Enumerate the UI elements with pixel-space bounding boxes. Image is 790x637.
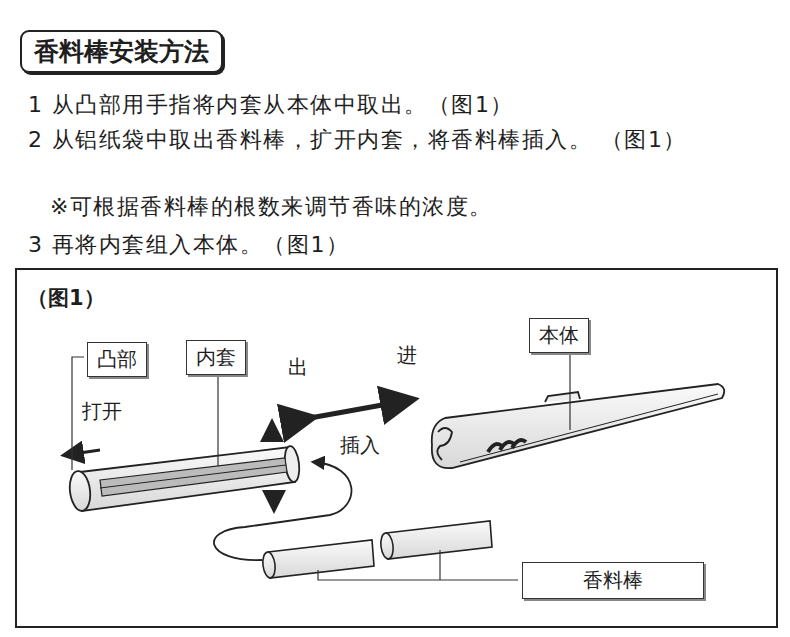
part-name: 凸部: [97, 346, 137, 373]
action-label: 打开: [82, 398, 122, 425]
leader-line: [72, 352, 570, 580]
title-box: 香料棒安装方法: [20, 30, 223, 73]
part-name: 本体: [539, 322, 579, 349]
part-label-box: 凸部: [87, 342, 147, 377]
direction-label: 出: [288, 354, 308, 381]
instruction-step: 2 从铝纸袋中取出香料棒，扩开内套，将香料棒插入。 （图1）: [28, 123, 700, 157]
note: ※可根据香料棒的根数来调节香味的浓度。: [50, 190, 493, 224]
direction-label: 进: [397, 342, 417, 369]
instruction-step: 1 从凸部用手指将内套从本体中取出。（图1）: [28, 88, 514, 122]
figure-frame: （图1） 凸部 内套 本体香料棒: [15, 268, 778, 628]
scent-stick: [261, 521, 492, 579]
part-name: 内套: [196, 344, 236, 371]
part-label-box: 内套: [186, 340, 246, 375]
instruction-step: 3 再将内套组入本体。（图1）: [28, 228, 350, 262]
part-name: 香料棒: [583, 567, 643, 594]
figure-heading: （图1）: [27, 284, 105, 312]
inner-sleeve: [68, 445, 302, 512]
part-label-box: 香料棒: [522, 562, 704, 599]
part-label-box: 本体: [529, 318, 589, 353]
action-label: 插入: [340, 432, 380, 459]
main-body: [432, 384, 724, 468]
